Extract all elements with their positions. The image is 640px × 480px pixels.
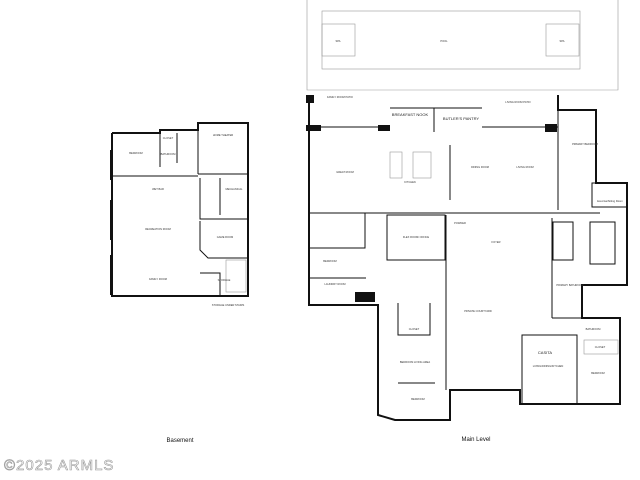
basement-caption: Basement (166, 438, 193, 444)
room-label: LIVING ROOM PATIO (505, 100, 530, 104)
room-label: BEDROOM (591, 371, 604, 375)
room-label: BUTLER'S PANTRY (443, 116, 480, 121)
room-label: WET BAR (152, 187, 164, 191)
room-label: FOYER (492, 240, 501, 244)
room-label: BEDROOM LIVING AREA (400, 360, 431, 364)
room-label: PRIVATE COURTYARD (464, 309, 492, 313)
room-label: FAMILY ROOM (149, 277, 167, 281)
room-label: CASITA (538, 350, 552, 355)
room-label: POWDER (454, 221, 466, 225)
room-label: FAMILY ROOM PATIO (327, 95, 353, 99)
room-label: POOL (440, 39, 448, 43)
room-label: SPA (336, 39, 341, 43)
room-label: Exercise/Sitting Room (597, 199, 623, 203)
room-label: GREAT ROOM (336, 170, 354, 174)
room-label: BEDROOM (129, 151, 142, 155)
watermark: ©2025 ARMLS (4, 457, 115, 475)
room-label: LAUNDRY ROOM (324, 282, 345, 286)
room-label: LIVING ROOM (516, 165, 533, 169)
room-label: CLOSET (409, 327, 420, 331)
basement-plan: BEDROOM CLOSET BATHROOM HOME THEATER WET… (110, 122, 249, 444)
main-level-caption: Main Level (461, 437, 490, 443)
room-label: HOME THEATER (213, 133, 233, 137)
room-label: BATHROOM (161, 152, 176, 156)
room-label: FLEX ROOM/ OFFICE (403, 235, 429, 239)
room-label: RECREATION ROOM (145, 227, 171, 231)
room-label: MECHANICAL (225, 187, 243, 191)
room-label: SPA (560, 39, 565, 43)
room-label: BREAKFAST NOOK (392, 112, 429, 117)
room-label: STORAGE (218, 278, 231, 282)
room-label: CLOSET (163, 136, 174, 140)
main-level-plan: SPA POOL SPA FAMILY ROOM PATIO BREAKFAST… (306, 0, 628, 443)
room-label: PRIMARY BATHROOM (556, 283, 583, 287)
room-label: LIVING/DINING/KITCHEN (533, 364, 564, 368)
room-label: GAME ROOM (217, 235, 233, 239)
room-label: CLOSET (595, 345, 606, 349)
room-label: DINING ROOM (471, 165, 489, 169)
room-label: BATHROOM (586, 327, 601, 331)
room-label: KITCHEN (404, 180, 416, 184)
room-label: PRIMARY BEDROOM (572, 142, 598, 146)
room-label: BEDROOM (411, 397, 424, 401)
room-label: STORAGE UNDER STAIRS (212, 303, 245, 307)
room-label: BEDROOM (323, 259, 336, 263)
